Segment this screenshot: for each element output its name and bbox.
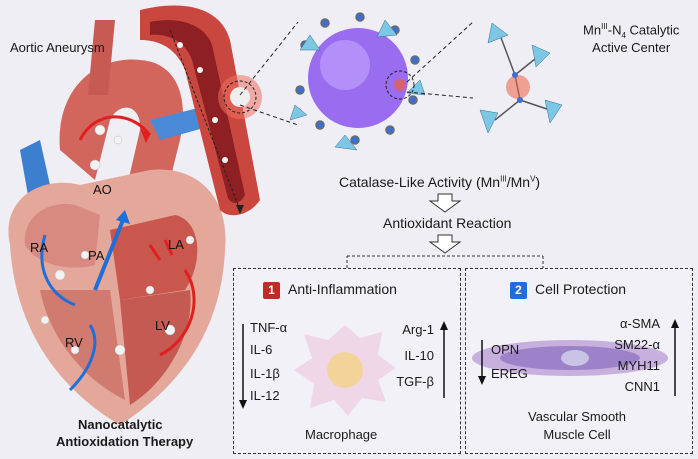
branch-lines (346, 255, 544, 268)
hollow-arrow-2 (428, 234, 462, 254)
smooth-muscle-label-line2: Muscle Cell (543, 427, 611, 442)
panel1-up-markers: Arg-1 IL-10 TGF-β (390, 322, 434, 390)
aortic-aneurysm-title: Aortic Aneurysm (10, 40, 105, 55)
marker-opn: OPN (491, 342, 520, 357)
macrophage-cell (294, 325, 396, 416)
smooth-muscle-label: Vascular Smooth Muscle Cell (517, 408, 637, 444)
panel2-up-arrow (671, 319, 679, 396)
marker-ereg: EREG (491, 366, 528, 381)
marker-sm22-alpha: SM22-α (614, 337, 660, 352)
marker-myh11: MYH11 (617, 358, 660, 373)
label-lv: LV (155, 318, 170, 333)
active-center-label: MnIII-N4 Catalytic Active Center (583, 22, 680, 55)
marker-il-6: IL-6 (250, 342, 273, 357)
macrophage-label: Macrophage (305, 427, 378, 442)
label-rv: RV (65, 335, 83, 350)
active-center-structure (479, 22, 563, 134)
smooth-muscle-cell (472, 340, 668, 376)
panel2-down-arrow (478, 340, 486, 385)
panel2-up-markers: α-SMA SM22-α MYH11 CNN1 (602, 316, 660, 395)
therapy-title-line2: Antioxidation Therapy (56, 434, 194, 449)
marker-il-1beta: IL-1β (250, 366, 280, 381)
label-ra: RA (30, 240, 49, 255)
marker-il-10: IL-10 (404, 348, 434, 363)
marker-alpha-sma: α-SMA (619, 316, 660, 331)
panel2-title: Cell Protection (535, 281, 627, 297)
marker-cnn1: CNN1 (624, 379, 660, 394)
hollow-arrow-1 (428, 193, 462, 213)
panel1-up-arrow (440, 321, 448, 398)
label-pa: PA (88, 248, 105, 263)
panel1-down-arrow (239, 324, 247, 409)
nanozyme-particle (289, 12, 426, 151)
marker-tgf-beta: TGF-β (396, 374, 434, 389)
label-ao: AO (93, 182, 112, 197)
catalase-activity-label: Catalase-Like Activity (MnIII/MnV) (339, 174, 541, 190)
marker-il-12: IL-12 (250, 388, 280, 403)
label-la: LA (168, 237, 184, 252)
therapy-title-line1: Nanocatalytic (78, 417, 163, 432)
smooth-muscle-label-line1: Vascular Smooth (527, 409, 627, 424)
panel1-title: Anti-Inflammation (288, 281, 397, 297)
zoom-lines (239, 21, 299, 126)
zoom-lines-2 (406, 21, 474, 99)
panel2-header: 2 Cell Protection (510, 281, 626, 299)
antioxidant-reaction-label: Antioxidant Reaction (383, 215, 512, 231)
panel1-header: 1 Anti-Inflammation (263, 281, 397, 299)
marker-arg-1: Arg-1 (402, 322, 434, 337)
panel2-number-badge: 2 (510, 282, 527, 299)
panel1-number-badge: 1 (263, 282, 280, 299)
aorta-vessel (140, 5, 262, 216)
marker-tnf-alpha: TNF-α (250, 320, 288, 335)
panel2-down-markers: OPN EREG (491, 342, 528, 382)
panel1-down-markers: TNF-α IL-6 IL-1β IL-12 (250, 320, 287, 404)
heart-illustration (8, 20, 226, 425)
